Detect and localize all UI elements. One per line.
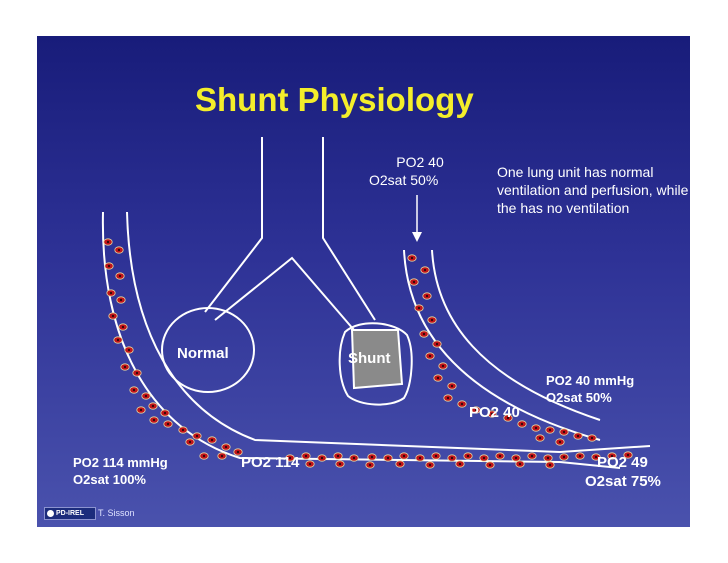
inspired-po2-label: PO2 40 [395, 154, 445, 171]
trachea-right-wall [323, 137, 375, 320]
red-blood-cell [456, 461, 464, 467]
red-blood-cell [117, 297, 125, 303]
red-blood-cell [420, 331, 428, 337]
normal-alveolus-label: Normal [177, 345, 229, 363]
red-blood-cell [428, 317, 436, 323]
red-blood-cell [426, 353, 434, 359]
red-blood-cell [532, 425, 540, 431]
red-blood-cell [433, 341, 441, 347]
red-blood-cell [421, 267, 429, 273]
red-blood-cell [193, 433, 201, 439]
red-blood-cell [400, 453, 408, 459]
shunt-po2-label: PO2 40 [469, 404, 520, 422]
red-blood-cell [222, 444, 230, 450]
red-blood-cell [415, 305, 423, 311]
normal-po2-mmhg-label: PO2 114 mmHg [73, 455, 168, 471]
mixed-vessel-upper-wall [560, 446, 650, 452]
red-blood-cell [306, 461, 314, 467]
red-blood-cell [130, 387, 138, 393]
inspired-o2sat-label: O2sat 50% [369, 172, 438, 189]
red-blood-cell [432, 453, 440, 459]
red-blood-cell [448, 383, 456, 389]
red-blood-cell [208, 437, 216, 443]
slide-title: Shunt Physiology [195, 80, 474, 120]
red-blood-cell [556, 439, 564, 445]
red-blood-cell [149, 403, 157, 409]
bronchus-inner-wall [215, 258, 354, 330]
red-blood-cell [115, 247, 123, 253]
red-blood-cell [560, 454, 568, 460]
red-blood-cell [164, 421, 172, 427]
red-blood-cell [142, 393, 150, 399]
red-blood-cell [536, 435, 544, 441]
red-blood-cell [516, 461, 524, 467]
red-blood-cell [423, 293, 431, 299]
pointer-arrow-head [412, 232, 422, 242]
red-blood-cell [119, 324, 127, 330]
red-blood-cell [426, 462, 434, 468]
explanation-note: One lung unit has normal ventilation and… [497, 163, 697, 217]
red-blood-cell [464, 453, 472, 459]
red-blood-cell [576, 453, 584, 459]
red-blood-cell [434, 375, 442, 381]
red-blood-cell [109, 313, 117, 319]
red-blood-cell [104, 239, 112, 245]
logo-text: PD-IREL [56, 510, 84, 517]
red-blood-cell [486, 462, 494, 468]
red-blood-cell [444, 395, 452, 401]
red-blood-cell [350, 455, 358, 461]
red-blood-cell [368, 454, 376, 460]
red-blood-cell [121, 364, 129, 370]
red-blood-cell [186, 439, 194, 445]
red-blood-cell [512, 455, 520, 461]
red-blood-cell [588, 435, 596, 441]
red-blood-cell [179, 427, 187, 433]
red-blood-cell [334, 453, 342, 459]
red-blood-cell [107, 290, 115, 296]
red-blood-cell [544, 455, 552, 461]
shunt-alveolus-label: Shunt [348, 350, 391, 368]
red-blood-cell [408, 255, 416, 261]
mixed-po2-label: PO2 49 [597, 454, 648, 472]
shunt-o2sat-label: O2sat 50% [546, 390, 612, 406]
red-blood-cell [574, 433, 582, 439]
red-blood-cell [396, 461, 404, 467]
red-blood-cell [384, 455, 392, 461]
red-blood-cell [336, 461, 344, 467]
red-blood-cell [560, 429, 568, 435]
red-blood-cell [161, 410, 169, 416]
red-blood-cell [318, 455, 326, 461]
red-blood-cell [528, 453, 536, 459]
red-blood-cell [114, 337, 122, 343]
shunt-po2-mmhg-label: PO2 40 mmHg [546, 373, 634, 389]
red-blood-cell [200, 453, 208, 459]
red-blood-cell [546, 427, 554, 433]
trachea-left-wall [205, 137, 262, 312]
red-blood-cell [137, 407, 145, 413]
red-blood-cell [480, 455, 488, 461]
red-blood-cell [150, 417, 158, 423]
red-blood-cell [366, 462, 374, 468]
red-blood-cell [125, 347, 133, 353]
logo-circle-icon [47, 510, 54, 517]
logo: PD-IREL [44, 507, 96, 520]
red-blood-cell [116, 273, 124, 279]
red-blood-cell [133, 370, 141, 376]
red-blood-cell [546, 462, 554, 468]
red-blood-cell [302, 453, 310, 459]
red-blood-cell [439, 363, 447, 369]
red-blood-cell [458, 401, 466, 407]
red-blood-cell [496, 453, 504, 459]
red-blood-cell [416, 455, 424, 461]
normal-o2sat-label: O2sat 100% [73, 472, 146, 488]
red-blood-cell [105, 263, 113, 269]
red-blood-cell [448, 455, 456, 461]
normal-po2-label: PO2 114 [241, 454, 299, 472]
author-credit: T. Sisson [98, 508, 135, 519]
red-blood-cell [410, 279, 418, 285]
red-blood-cell [218, 453, 226, 459]
mixed-o2sat-label: O2sat 75% [585, 473, 661, 491]
